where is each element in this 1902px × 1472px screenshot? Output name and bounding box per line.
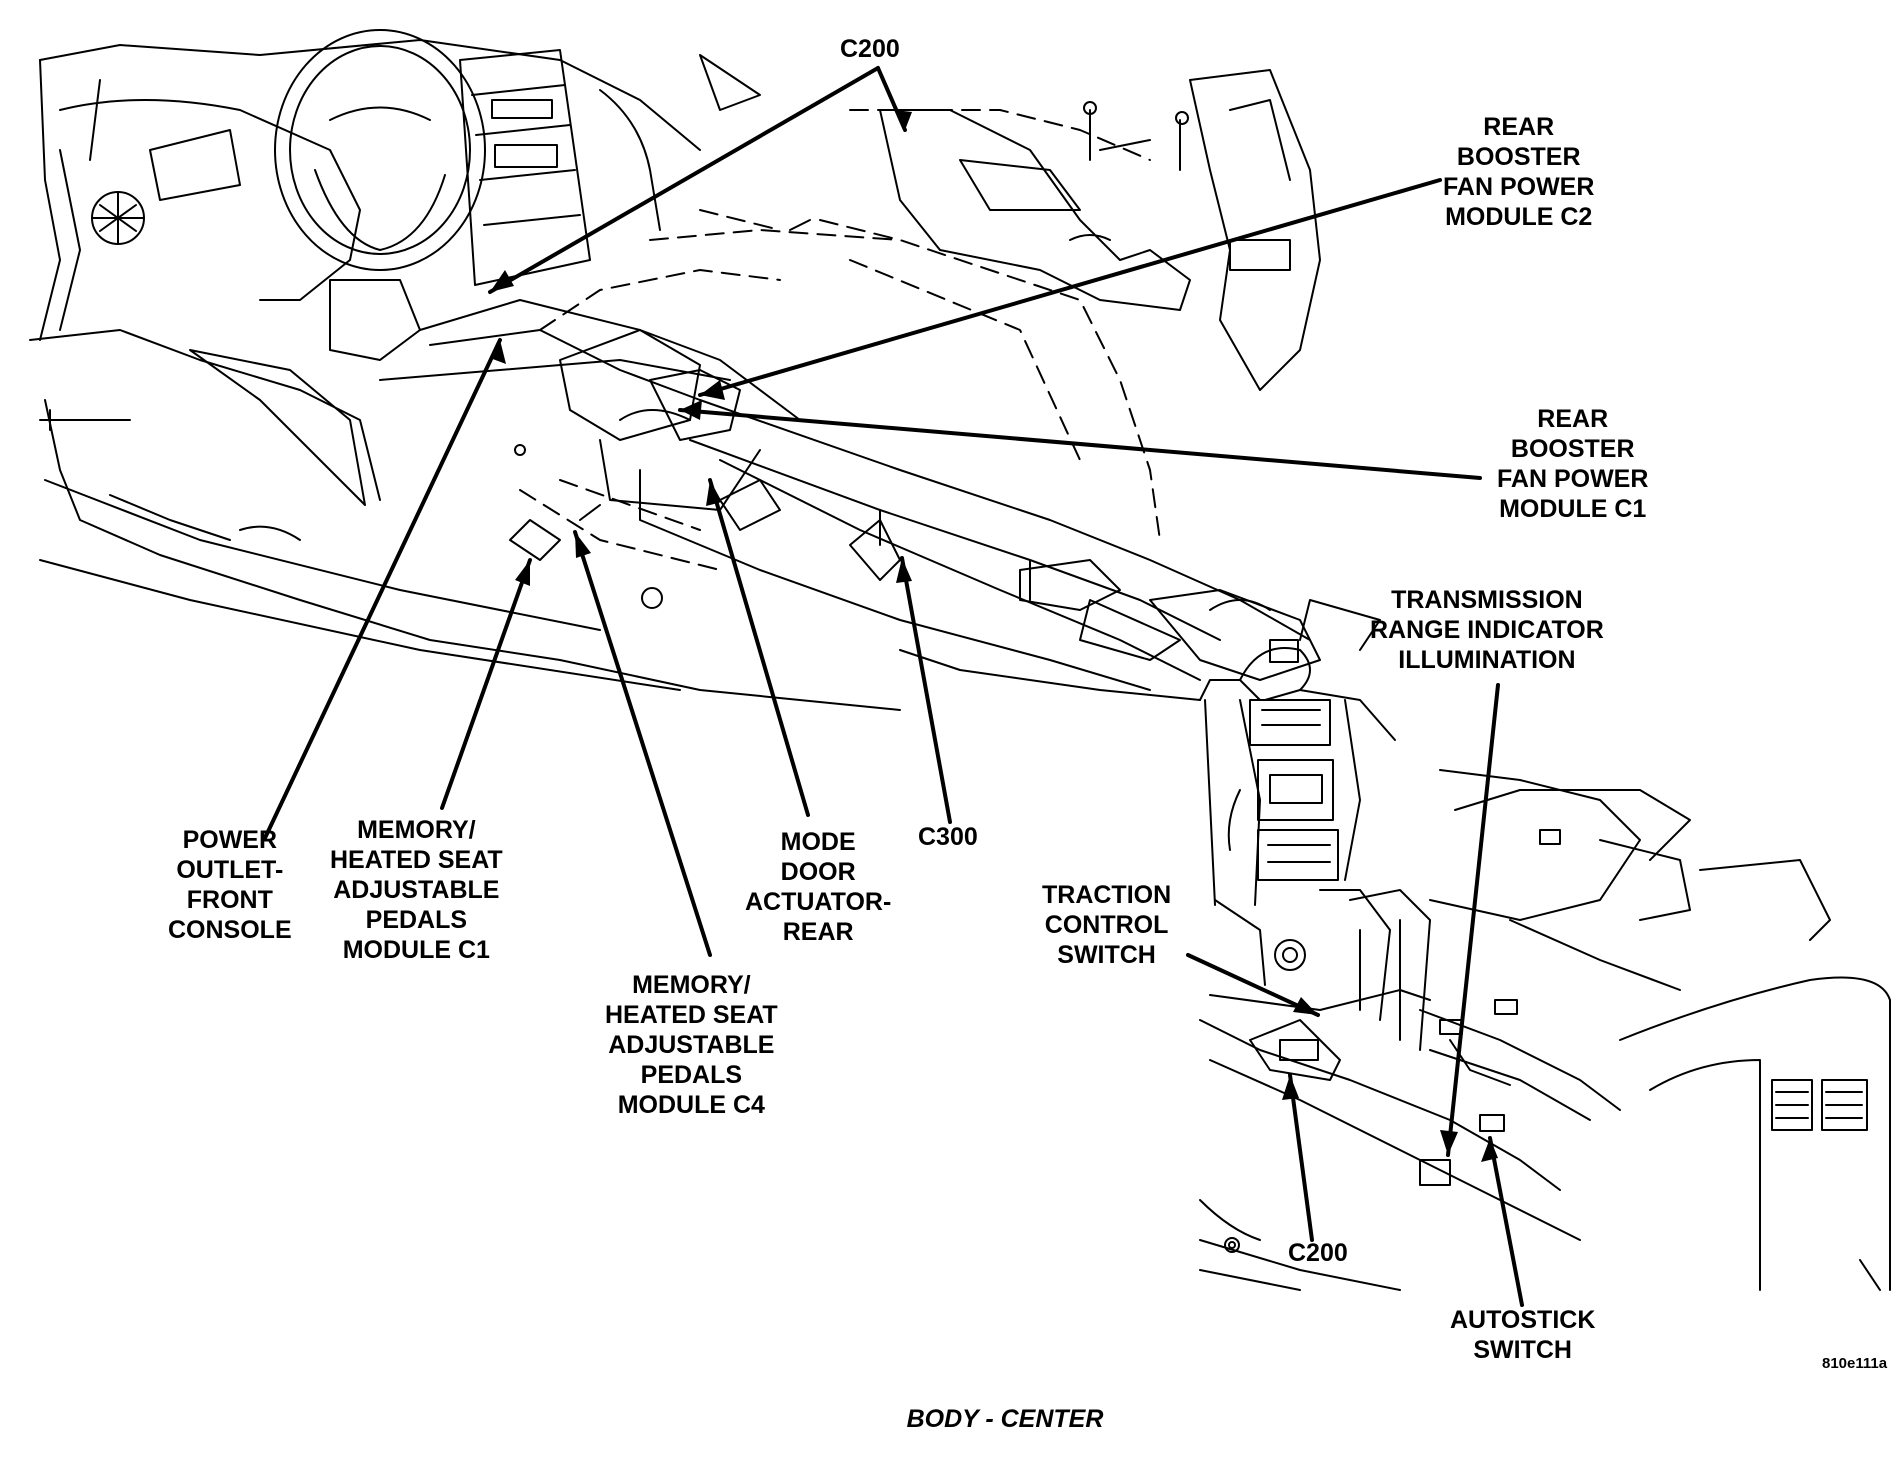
label-rear-booster-fan-power-module-c1: REAR BOOSTER FAN POWER MODULE C1	[1497, 405, 1649, 523]
label-rear-booster-fan-power-module-c2: REAR BOOSTER FAN POWER MODULE C2	[1443, 113, 1595, 231]
figure-caption: BODY - CENTER	[906, 1405, 1104, 1433]
label-transmission-range-indicator-illumination: TRANSMISSION RANGE INDICATOR ILLUMINATIO…	[1370, 586, 1604, 674]
label-c300: C300	[918, 823, 978, 851]
label-traction-control-switch: TRACTION CONTROL SWITCH	[1042, 881, 1172, 969]
leader-lines	[263, 66, 1524, 1307]
label-power-outlet-front-console: POWER OUTLET- FRONT CONSOLE	[168, 826, 292, 944]
floor-dashed-outline	[519, 109, 1161, 571]
label-c200-top: C200	[840, 35, 900, 63]
label-memory-heated-seat-module-c4: MEMORY/ HEATED SEAT ADJUSTABLE PEDALS MO…	[605, 971, 778, 1119]
instrument-panel-drawing	[29, 29, 901, 711]
rear-console-drawing	[789, 69, 1321, 391]
arrowheads	[490, 110, 1498, 1162]
inset-console-drawing	[1199, 689, 1891, 1291]
floor-console-drawing	[419, 299, 1381, 701]
figure-id: 810e111a	[1822, 1355, 1888, 1372]
label-autostick-switch: AUTOSTICK SWITCH	[1450, 1306, 1596, 1364]
label-mode-door-actuator-rear: MODE DOOR ACTUATOR- REAR	[745, 828, 892, 946]
label-c200-bottom: C200	[1288, 1239, 1348, 1267]
label-memory-heated-seat-module-c1: MEMORY/ HEATED SEAT ADJUSTABLE PEDALS MO…	[330, 816, 503, 964]
